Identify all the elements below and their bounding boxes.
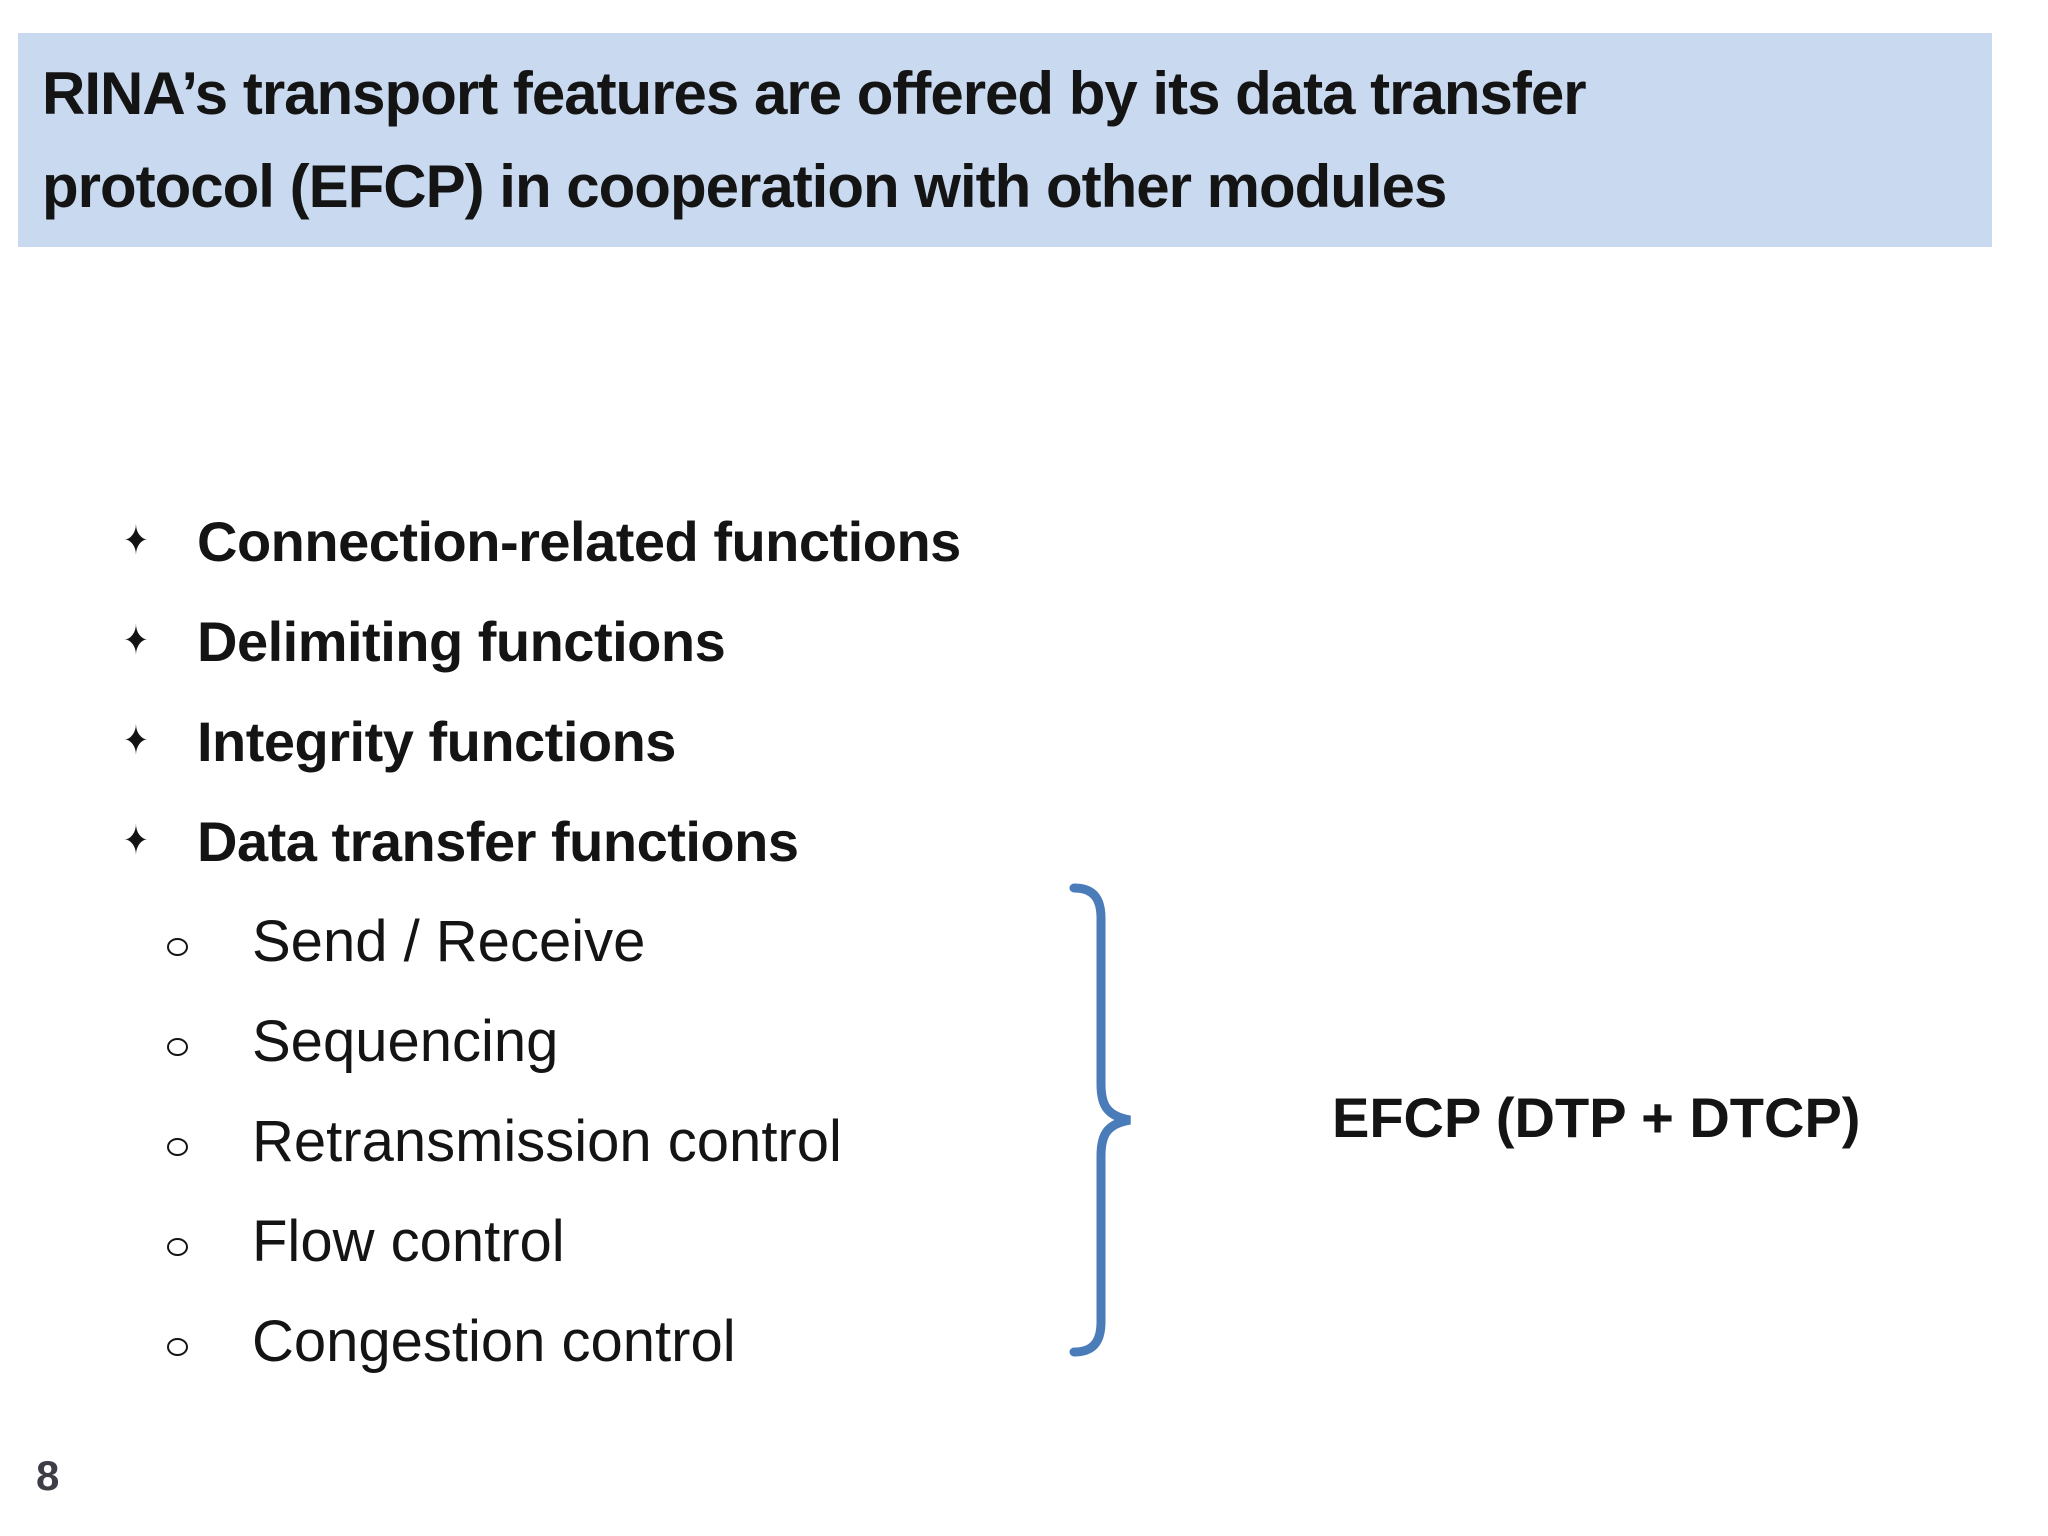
sub-bullet-item-label: Congestion control (252, 1308, 736, 1374)
sub-bullet-item-label: Flow control (252, 1208, 565, 1274)
bullet-item-label: Delimiting functions (197, 609, 726, 673)
star-bullet-icon: ✦ (123, 717, 149, 765)
sub-bullet-item: Congestion control (0, 1291, 1340, 1391)
star-bullet-icon: ✦ (123, 517, 149, 565)
bullet-item: ✦ Integrity functions (0, 691, 1340, 791)
star-bullet-icon: ✦ (123, 817, 149, 865)
sub-bullet-item: Flow control (0, 1191, 1340, 1291)
star-bullet-icon: ✦ (123, 617, 149, 665)
sub-bullet-item: Send / Receive (0, 891, 1340, 991)
curly-brace-icon (1069, 883, 1131, 1357)
slide-title-line-1: RINA’s transport features are offered by… (42, 60, 1587, 127)
bullet-list: ✦ Connection-related functions ✦ Delimit… (0, 491, 1340, 1391)
slide-title-line-2: protocol (EFCP) in cooperation with othe… (42, 153, 1447, 220)
sub-bullet-item-label: Sequencing (252, 1008, 559, 1074)
bullet-item-label: Integrity functions (197, 709, 676, 773)
sub-bullet-item-label: Retransmission control (252, 1108, 842, 1174)
bullet-item: ✦ Connection-related functions (0, 491, 1340, 591)
circle-bullet-icon (167, 1138, 188, 1156)
circle-bullet-icon (167, 1038, 188, 1056)
sub-bullet-item: Sequencing (0, 991, 1340, 1091)
sub-bullet-item: Retransmission control (0, 1091, 1340, 1191)
circle-bullet-icon (167, 1238, 188, 1256)
circle-bullet-icon (167, 1338, 188, 1356)
bullet-item: ✦ Data transfer functions (0, 791, 1340, 891)
circle-bullet-icon (167, 938, 188, 956)
bullet-item-label: Connection-related functions (197, 509, 961, 573)
sub-bullet-item-label: Send / Receive (252, 908, 646, 974)
efcp-annotation-label: EFCP (DTP + DTCP) (1332, 1086, 1861, 1149)
slide-title-bar: RINA’s transport features are offered by… (18, 33, 1992, 247)
page-number: 8 (36, 1452, 60, 1499)
bullet-item: ✦ Delimiting functions (0, 591, 1340, 691)
bullet-item-label: Data transfer functions (197, 809, 799, 873)
